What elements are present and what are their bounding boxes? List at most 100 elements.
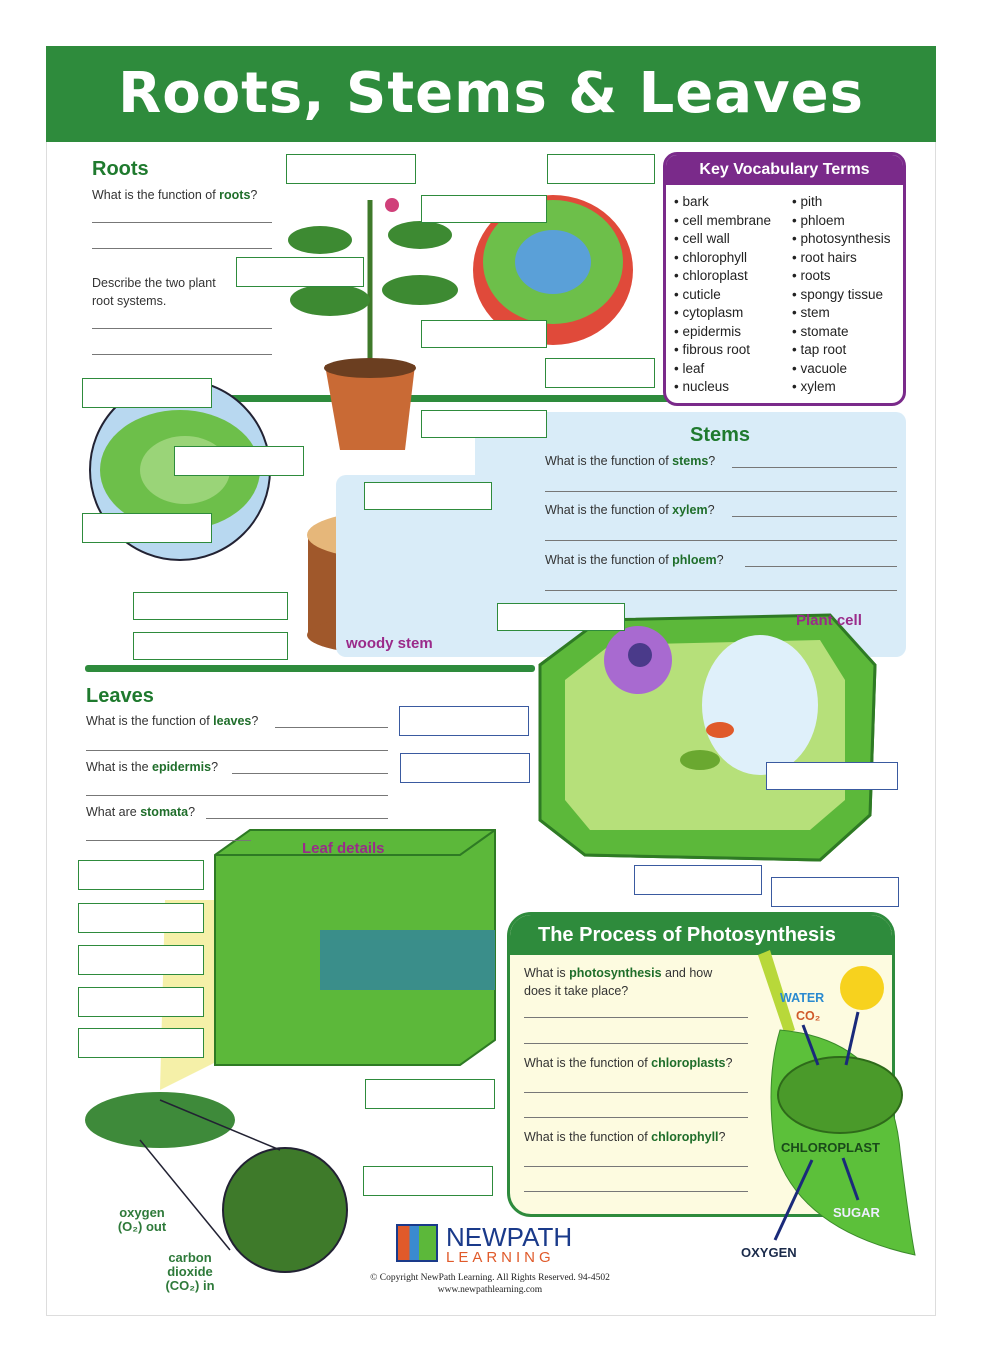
label-box[interactable] — [82, 513, 212, 543]
water-label: WATER — [780, 991, 825, 1005]
potted-plant-illustration — [288, 198, 458, 450]
label-box[interactable] — [78, 860, 204, 890]
sun-icon — [840, 966, 884, 1010]
root-cross-section-illustration — [473, 195, 633, 345]
vocabulary-column-1: barkcell membranecell wallchlorophyllchl… — [674, 193, 771, 397]
logo-text-top: NEWPATH — [446, 1222, 573, 1252]
answer-line — [232, 773, 388, 774]
label-box[interactable] — [236, 257, 364, 287]
stems-question-2: What is the function of xylem? — [545, 503, 715, 517]
answer-line — [545, 491, 897, 492]
label-box[interactable] — [399, 706, 529, 736]
answer-line — [732, 516, 897, 517]
label-box[interactable] — [771, 877, 899, 907]
vocab-term: cuticle — [674, 286, 771, 305]
leaves-question-3: What are stomata? — [86, 805, 196, 819]
label-box[interactable] — [497, 603, 625, 631]
leaf-stomata-illustration — [85, 1092, 348, 1273]
label-box[interactable] — [78, 903, 204, 933]
vocab-term: fibrous root — [674, 341, 771, 360]
vocab-term: chlorophyll — [674, 249, 771, 268]
vocab-term: tap root — [792, 341, 891, 360]
stems-heading: Stems — [690, 424, 751, 446]
answer-line — [275, 727, 388, 728]
answer-line — [524, 1191, 748, 1192]
vocab-term: vacuole — [792, 360, 891, 379]
label-box[interactable] — [363, 1166, 493, 1196]
label-box[interactable] — [634, 865, 762, 895]
leaf-details-label: Leaf details — [302, 840, 385, 857]
answer-line — [524, 1117, 748, 1118]
roots-question-2: Describe the two plant root systems. — [92, 276, 216, 308]
answer-line — [545, 540, 897, 541]
woody-stem-label: woody stem — [346, 635, 433, 652]
vocab-term: pith — [792, 193, 891, 212]
vocabulary-heading: Key Vocabulary Terms — [666, 155, 903, 185]
answer-line — [545, 590, 897, 591]
vocab-term: nucleus — [674, 378, 771, 397]
label-box[interactable] — [400, 753, 530, 783]
copyright: © Copyright NewPath Learning. All Rights… — [340, 1272, 640, 1296]
website-url: www.newpathlearning.com — [437, 1285, 543, 1295]
plant-cell-label: Plant cell — [796, 612, 862, 629]
label-box[interactable] — [133, 592, 288, 620]
answer-line — [524, 1166, 748, 1167]
answer-line — [524, 1043, 748, 1044]
stems-question-3: What is the function of phloem? — [545, 553, 724, 567]
answer-line — [92, 248, 272, 249]
vocab-term: xylem — [792, 378, 891, 397]
vocabulary-column-2: pithphloemphotosynthesisroot hairsrootss… — [792, 193, 891, 397]
answer-line — [206, 818, 388, 819]
label-box[interactable] — [174, 446, 304, 476]
vocab-term: photosynthesis — [792, 230, 890, 249]
newpath-logo-icon — [396, 1224, 438, 1262]
vocab-term: cell wall — [674, 230, 771, 249]
label-box[interactable] — [421, 320, 547, 348]
label-box[interactable] — [545, 358, 655, 388]
label-box[interactable] — [286, 154, 416, 184]
sugar-label: SUGAR — [833, 1205, 880, 1220]
answer-line — [732, 467, 897, 468]
poster-title: Roots, Stems & Leaves — [118, 61, 864, 126]
label-box[interactable] — [421, 195, 547, 223]
label-box[interactable] — [365, 1079, 495, 1109]
leaves-heading: Leaves — [86, 685, 154, 707]
label-box[interactable] — [133, 632, 288, 660]
photosynthesis-heading: The Process of Photosynthesis — [510, 915, 892, 955]
vocab-term: stomate — [792, 323, 891, 342]
oxygen-label: OXYGEN — [741, 1245, 797, 1260]
leaves-question-1: What is the function of leaves? — [86, 714, 259, 728]
vocab-term: root hairs — [792, 249, 891, 268]
label-box[interactable] — [421, 410, 547, 438]
answer-line — [92, 328, 272, 329]
label-box[interactable] — [78, 987, 204, 1017]
roots-heading: Roots — [92, 158, 149, 180]
label-box[interactable] — [82, 378, 212, 408]
copyright-text: © Copyright NewPath Learning. All Rights… — [370, 1273, 610, 1283]
answer-line — [524, 1017, 748, 1018]
logo-text-bottom: LEARNING — [446, 1249, 555, 1266]
oxygen-out-label: oxygen (O₂) out — [117, 1205, 167, 1234]
vocabulary-panel: Key Vocabulary Terms barkcell membranece… — [663, 152, 906, 406]
vocab-term: roots — [792, 267, 891, 286]
answer-line — [524, 1092, 748, 1093]
vocab-term: stem — [792, 304, 891, 323]
vocab-term: spongy tissue — [792, 286, 891, 305]
answer-line — [92, 354, 272, 355]
chloroplast-label: CHLOROPLAST — [781, 1140, 880, 1155]
label-box[interactable] — [78, 945, 204, 975]
answer-line — [92, 222, 272, 223]
roots-question-1: What is the function of roots? — [92, 188, 258, 202]
title-banner: Roots, Stems & Leaves — [46, 46, 936, 142]
photosynthesis-leaf-illustration — [758, 950, 916, 1256]
vocab-term: bark — [674, 193, 771, 212]
label-box[interactable] — [78, 1028, 204, 1058]
answer-line — [745, 566, 897, 567]
co2-label: CO₂ — [796, 1009, 821, 1023]
photosynthesis-question-1: What is photosynthesis and how does it t… — [524, 966, 713, 998]
roots-divider — [200, 395, 670, 402]
leaves-question-2: What is the epidermis? — [86, 760, 219, 774]
label-box[interactable] — [364, 482, 492, 510]
label-box[interactable] — [547, 154, 655, 184]
label-box[interactable] — [766, 762, 898, 790]
